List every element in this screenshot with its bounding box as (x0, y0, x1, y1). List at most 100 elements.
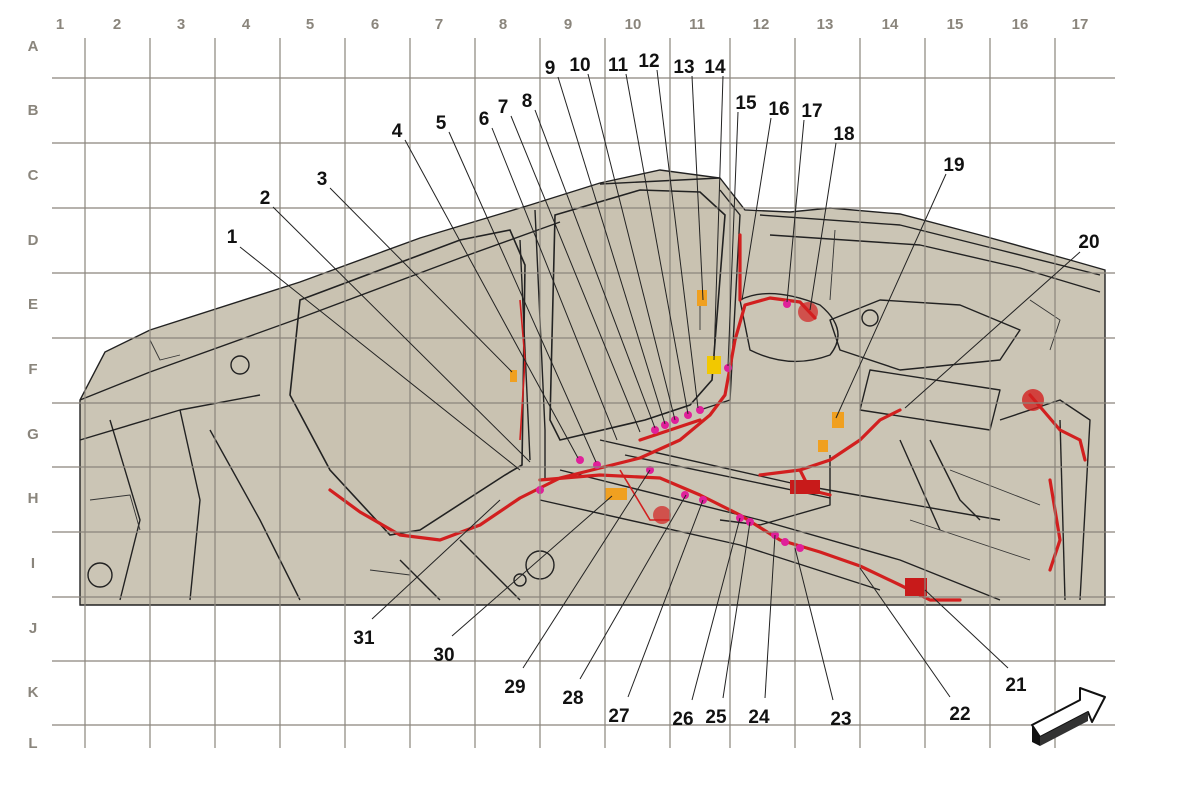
callout-label-5: 5 (436, 113, 447, 134)
grid-column-label: 7 (435, 16, 443, 33)
callout-label-1: 1 (227, 227, 238, 248)
grid-row-label: D (28, 232, 39, 249)
grid-row-label: B (28, 102, 39, 119)
callout-leader-14 (713, 75, 724, 361)
component-yellow (707, 356, 721, 374)
grid-row-label: F (28, 361, 37, 378)
grid-row-label: G (27, 426, 39, 443)
callout-label-23: 23 (830, 709, 851, 730)
callout-leader-26 (691, 517, 741, 701)
grid-column-label: 10 (625, 16, 642, 33)
callout-label-7: 7 (498, 97, 509, 118)
callout-label-30: 30 (433, 645, 454, 666)
callout-label-22: 22 (949, 704, 970, 725)
callout-label-16: 16 (768, 99, 789, 120)
callout-label-2: 2 (260, 188, 271, 209)
connector (651, 426, 659, 434)
grid-row-label: I (31, 555, 35, 572)
callout-label-20: 20 (1078, 232, 1099, 253)
connector (796, 544, 804, 552)
callout-leader-1 (239, 246, 521, 471)
grid-column-label: 9 (564, 16, 572, 33)
callout-label-9: 9 (545, 58, 556, 79)
component (818, 440, 828, 452)
callout-leader-22 (859, 567, 951, 698)
callout-leader-2 (272, 206, 531, 463)
callout-label-19: 19 (943, 155, 964, 176)
callout-leader-11 (625, 73, 689, 415)
component (697, 290, 707, 306)
callout-label-21: 21 (1005, 675, 1027, 696)
callout-label-13: 13 (673, 57, 694, 78)
callout-label-29: 29 (504, 677, 525, 698)
grid-column-label: 6 (371, 16, 379, 33)
callout-label-4: 4 (392, 121, 403, 142)
callout-leader-4 (404, 139, 579, 459)
connectors-and-components (510, 290, 844, 552)
callout-leader-25 (722, 521, 751, 699)
callout-leader-5 (448, 131, 597, 463)
callout-leader-8 (534, 109, 656, 429)
grid-column-label: 15 (947, 16, 964, 33)
callout-label-11: 11 (608, 55, 629, 76)
grid-row-label: E (28, 296, 38, 313)
callout-label-8: 8 (522, 91, 533, 112)
callout-label-31: 31 (353, 628, 375, 649)
connector (661, 421, 669, 429)
grid-column-label: 17 (1072, 16, 1089, 33)
callout-label-26: 26 (672, 709, 693, 730)
grid-column-label: 4 (242, 16, 251, 33)
callout-leader-28 (579, 494, 687, 680)
callout-leader-15 (727, 111, 739, 367)
grid-column-label: 16 (1012, 16, 1029, 33)
grid-column-label: 11 (689, 16, 705, 33)
grid-column-label: 13 (817, 16, 834, 33)
callout-leader-17 (786, 119, 805, 303)
callout-leader-10 (587, 73, 676, 421)
callout-leader-20 (904, 251, 1081, 409)
callout-label-15: 15 (735, 93, 757, 114)
callout-label-27: 27 (608, 706, 629, 727)
grid-row-label: C (28, 167, 39, 184)
rear-quarter-window (289, 229, 526, 536)
callout-label-3: 3 (317, 169, 328, 190)
grid-row-label: A (28, 38, 39, 55)
connector (781, 538, 789, 546)
callout-label-12: 12 (638, 51, 659, 72)
callout-leader-12 (656, 69, 699, 409)
grommet (798, 302, 818, 322)
callout-label-14: 14 (704, 57, 726, 78)
connector (593, 461, 601, 469)
callout-leader-lines (239, 69, 1081, 701)
callout-leader-13 (691, 75, 704, 301)
wiring-harness (328, 233, 1087, 602)
callout-leader-21 (924, 589, 1009, 669)
grommet (1022, 389, 1044, 411)
callout-leader-30 (451, 495, 613, 637)
callout-leader-31 (371, 499, 501, 620)
connector (684, 411, 692, 419)
harness-connector-block (790, 480, 820, 494)
grid-row-label: H (28, 490, 39, 507)
grid-column-label: 12 (753, 16, 770, 33)
callout-leader-29 (522, 469, 651, 669)
callout-leader-16 (741, 117, 772, 301)
callout-leader-19 (835, 173, 947, 419)
callout-leader-9 (557, 76, 666, 425)
callout-label-28: 28 (562, 688, 583, 709)
grid-row-label: J (29, 620, 37, 637)
connector (783, 300, 791, 308)
component (510, 370, 517, 382)
grid-row-label: L (28, 735, 37, 752)
grid-column-label: 3 (177, 16, 185, 33)
callout-label-10: 10 (569, 55, 590, 76)
grid-column-label: 5 (306, 16, 314, 33)
grid-column-label: 2 (113, 16, 121, 33)
grommet (653, 506, 671, 524)
callout-leader-6 (491, 127, 618, 441)
harness-connector-block (905, 578, 927, 596)
callout-leader-27 (627, 499, 704, 698)
